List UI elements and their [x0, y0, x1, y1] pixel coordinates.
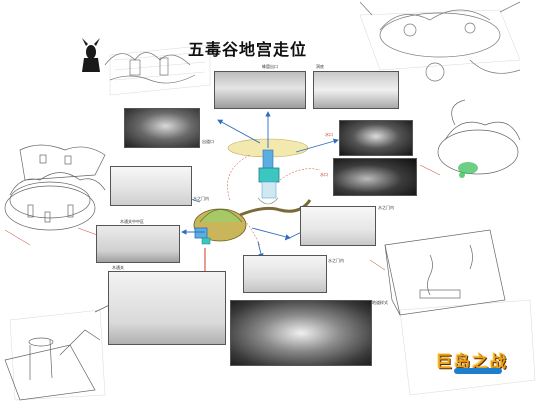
green-glow: [458, 162, 478, 174]
panel-exit-passage: [124, 108, 200, 148]
caption-water-gate-right: 水之门内: [378, 205, 394, 210]
caption-wood-pass: 木通关: [112, 265, 124, 270]
panel-wood-pass: [108, 271, 226, 345]
panel-water-gate-lower: [243, 255, 327, 293]
central-island: [193, 199, 312, 242]
caption-water-gate-left: 水之门内: [193, 196, 209, 201]
game-logo-text: 巨岛之战: [436, 352, 509, 371]
panel-spider-cave-exit: [214, 71, 306, 109]
panel-tunnel-style: [230, 300, 372, 366]
caption-exit-passage: 出道口: [202, 139, 214, 144]
caption-wood-pass-center: 木通关中中区: [120, 219, 144, 224]
panel-water-mouth-2: [333, 158, 417, 196]
panel-water-mouth-1: [339, 120, 413, 156]
caption-tunnel-style: 地道样式: [372, 300, 388, 305]
panel-water-gate-right: [300, 206, 376, 246]
page-title: 五毒谷地宫走位: [188, 40, 308, 59]
caption-cave-bottom: 洞底: [316, 64, 324, 69]
panel-cave-bottom: [313, 71, 399, 109]
game-logo: 巨岛之战: [436, 344, 508, 380]
caption-spider-cave-exit: 蛛窟出口: [262, 64, 278, 69]
panel-wood-pass-center: [96, 225, 180, 263]
caption-water-gate-lower: 水之门内: [328, 258, 344, 263]
caption-water-mouth-1: 水口: [325, 132, 333, 137]
central-tower: [227, 138, 309, 205]
panel-water-gate-left: [110, 166, 192, 206]
logo-swoosh-icon: [454, 368, 502, 374]
character-silhouette-icon: [82, 38, 100, 72]
caption-water-mouth-2: 水口: [320, 172, 328, 177]
blue-cube: [194, 227, 208, 239]
